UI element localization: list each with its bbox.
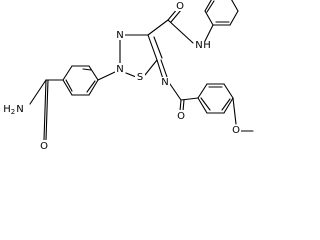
atom-o-carbamoyl: O: [40, 141, 48, 152]
bond-line-11: [167, 19, 194, 44]
atom-n-ring-top: N: [116, 30, 123, 41]
bond-line-27: [223, 97, 234, 114]
atom-h2n-subscript: 2: [11, 108, 15, 116]
atom-h2n-h: H: [3, 104, 11, 115]
bond-line-24: [197, 83, 208, 99]
bond-line-4: [153, 36, 163, 59]
atom-n-ring-2: N: [116, 64, 123, 75]
bond-line-3: [147, 34, 158, 61]
bond-line-20: [169, 83, 182, 101]
bond-line-26: [223, 83, 234, 99]
atom-h-amide: H: [203, 40, 211, 51]
bond-line-29: [197, 97, 208, 114]
bond-line-19: [206, 0, 215, 13]
bond-line-15: [231, 0, 239, 12]
bond-line-43: [65, 79, 73, 92]
bond-line-31: [221, 98, 231, 111]
molecule-drawing: N N S N O N H O O H 2 N O: [2, 0, 254, 152]
bond-line-12: [204, 24, 214, 42]
bond-line-5: [144, 59, 158, 76]
chemical-structure-diagram: N N S N O N H O O H 2 N O: [2, 0, 254, 152]
bond-lines: [29, 0, 254, 141]
atom-nh-amide: N: [195, 40, 202, 51]
atom-o-amide-top: O: [176, 1, 184, 12]
bond-line-42: [82, 68, 92, 71]
bond-line-35: [97, 71, 116, 81]
bond-line-6: [156, 59, 164, 80]
bond-line-2: [125, 72, 137, 78]
atom-o-benzoyl: O: [177, 111, 185, 122]
atom-n-imine: N: [161, 77, 168, 88]
atom-o-methoxy: O: [232, 125, 240, 136]
bond-line-38: [62, 65, 73, 81]
atom-labels: N N S N O N H O O H 2 N O: [2, 0, 241, 152]
bond-line-32: [200, 97, 211, 111]
bond-line-16: [204, 10, 214, 26]
bond-line-22: [182, 99, 185, 112]
bond-line-44: [86, 80, 96, 93]
atom-s-ring: S: [137, 72, 143, 83]
bond-line-47: [43, 79, 47, 141]
bond-line-10: [170, 9, 182, 23]
bond-line-41: [88, 79, 99, 96]
bond-line-14: [229, 10, 239, 26]
bond-line-23: [180, 97, 199, 101]
bond-line-39: [62, 79, 73, 96]
bond-line-48: [45, 79, 49, 141]
bond-line-17: [204, 0, 212, 12]
bond-line-33: [232, 97, 237, 125]
bond-line-21: [179, 99, 182, 112]
bond-line-36: [88, 65, 99, 81]
bond-line-8: [147, 19, 169, 36]
bond-line-46: [29, 79, 47, 105]
bond-line-7: [160, 59, 168, 78]
atom-h2n-n: N: [16, 104, 23, 115]
